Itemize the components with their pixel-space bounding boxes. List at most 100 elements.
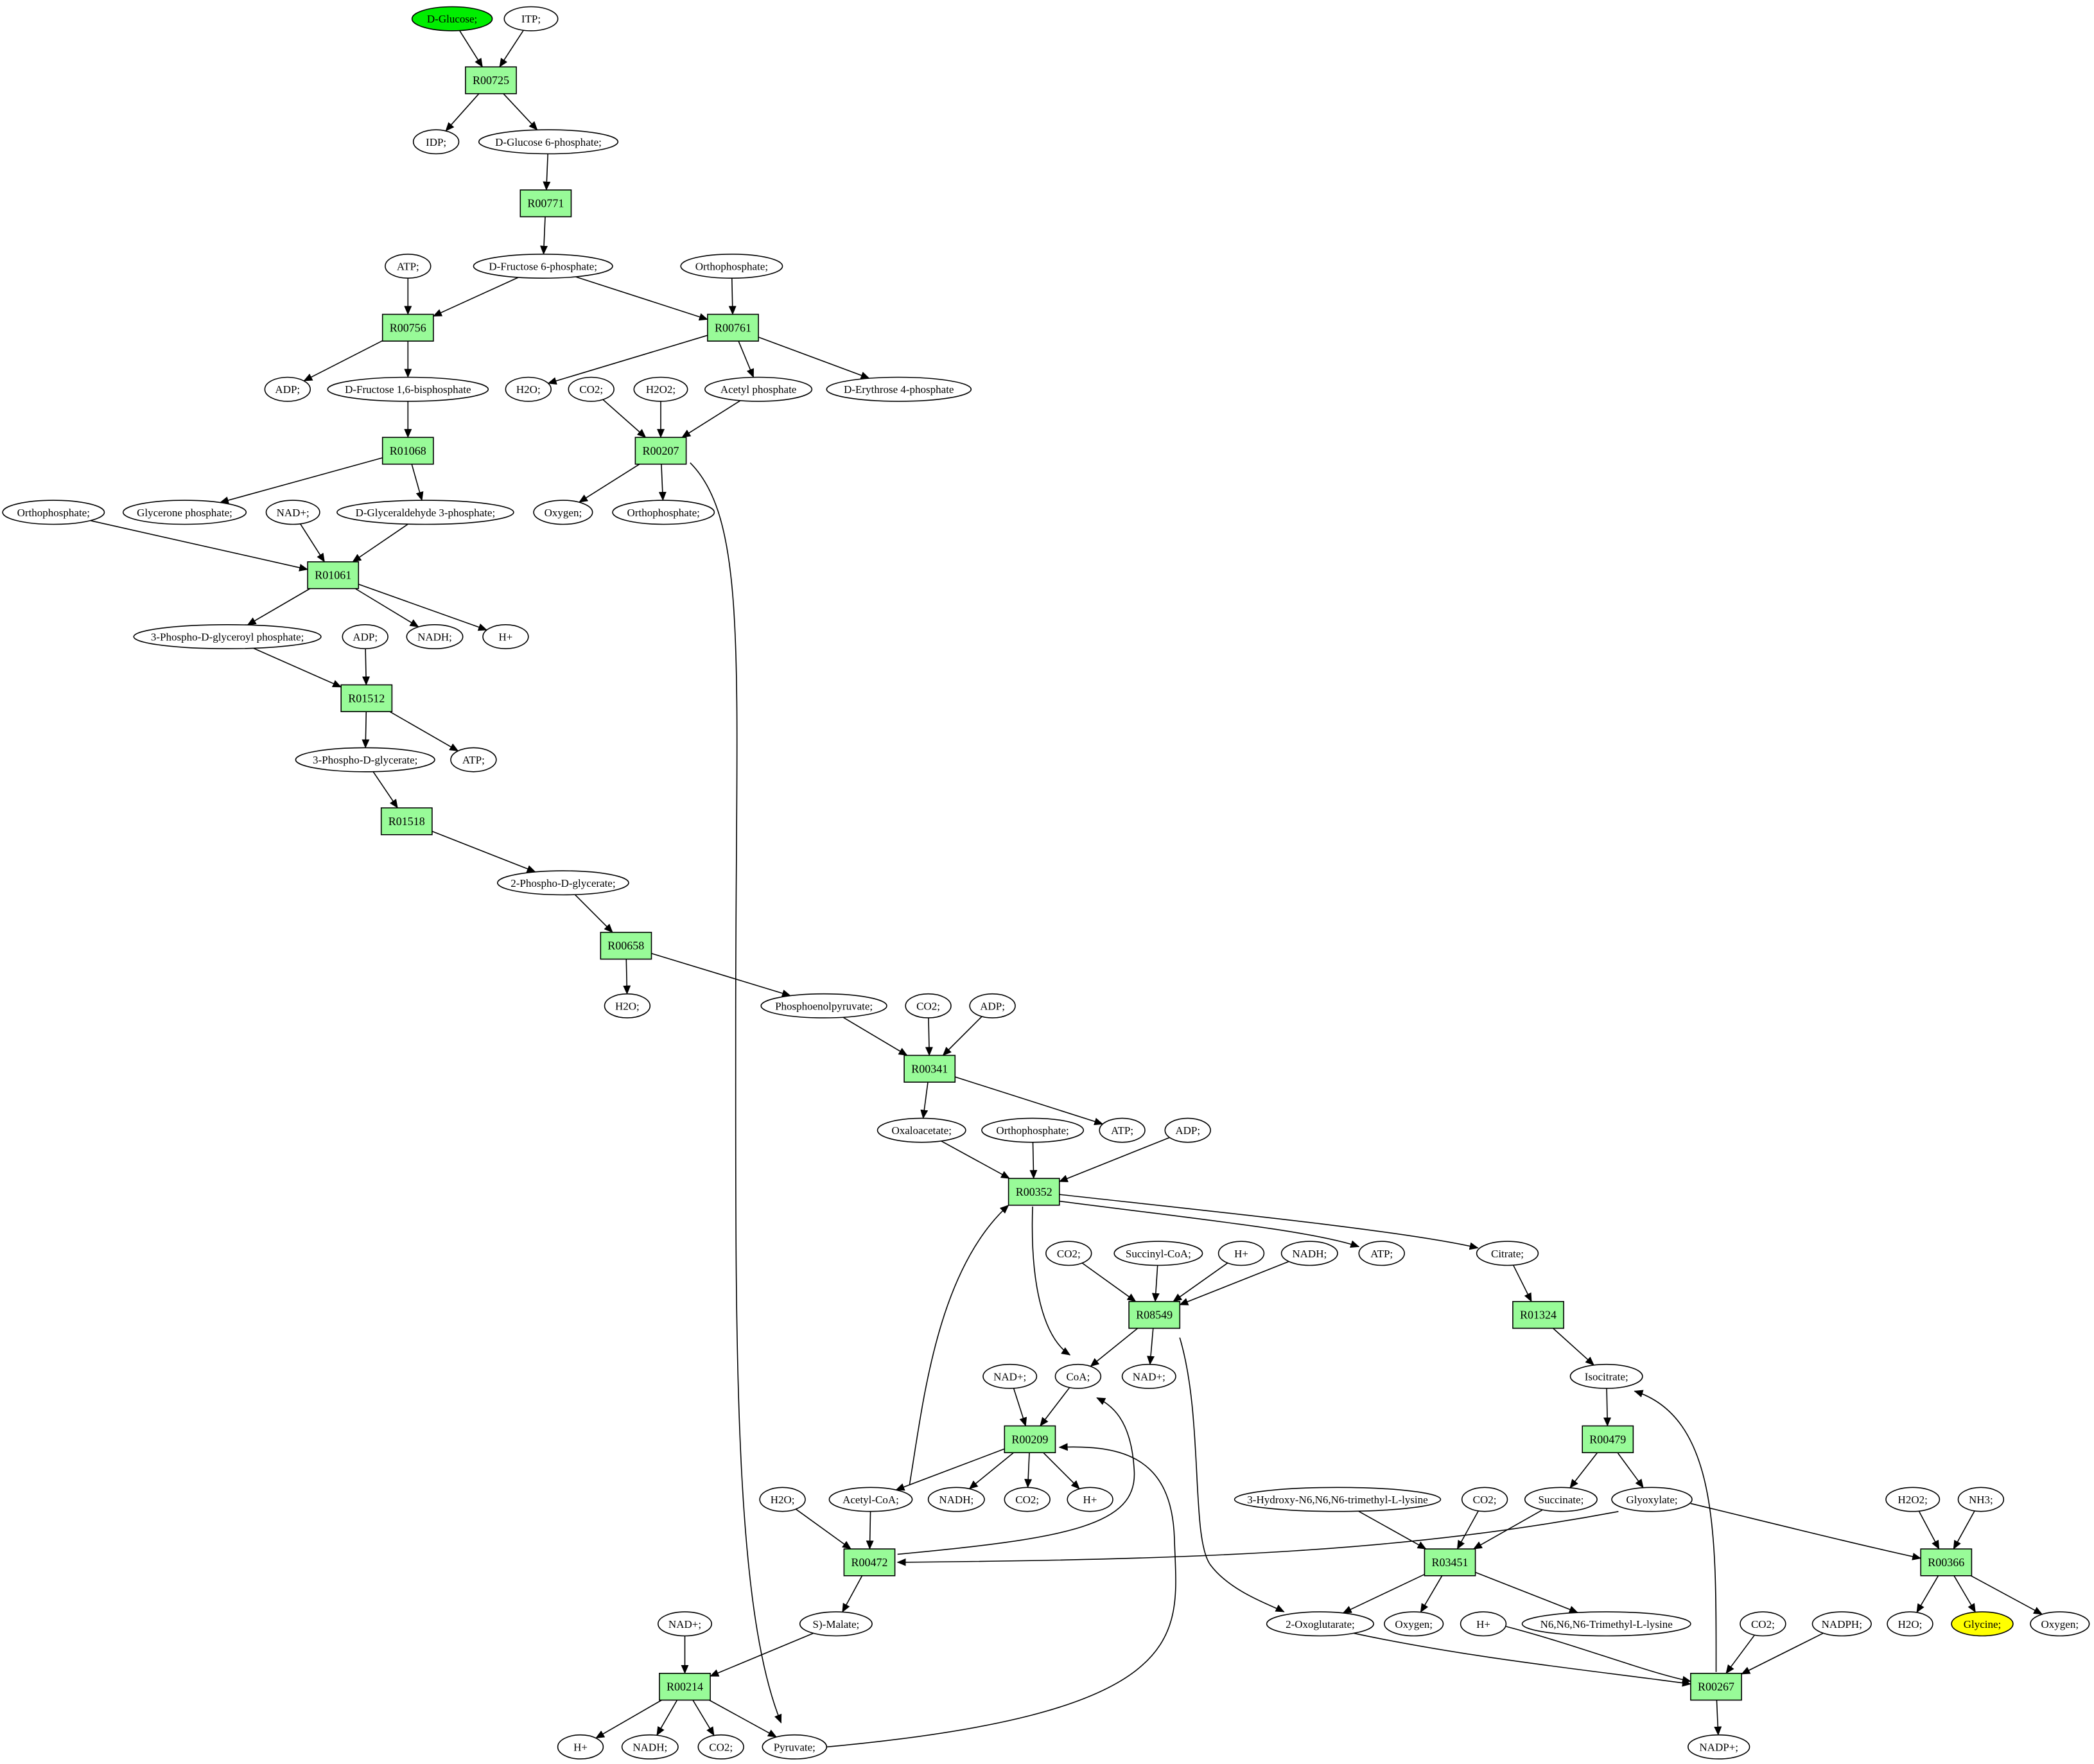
compound-node-nad_a[interactable]: NAD+;	[265, 500, 320, 525]
reaction-node-r00209[interactable]: R00209	[1004, 1425, 1056, 1454]
compound-node-atp_a[interactable]: ATP;	[385, 253, 432, 279]
compound-shape	[1067, 1487, 1113, 1512]
compound-node-idp[interactable]: IDP;	[412, 129, 460, 155]
compound-node-oaa[interactable]: Oxaloacetate;	[877, 1117, 966, 1143]
reaction-node-r00725[interactable]: R00725	[465, 66, 517, 94]
compound-node-nad_d[interactable]: NAD+;	[658, 1611, 713, 1637]
reaction-node-r00756[interactable]: R00756	[381, 313, 434, 342]
compound-node-co2_a[interactable]: CO2;	[568, 376, 615, 402]
reaction-node-r00366[interactable]: R00366	[1920, 1548, 1973, 1576]
compound-node-oxygen_b[interactable]: Oxygen;	[1384, 1611, 1444, 1637]
compound-node-hydroxylys[interactable]: 3-Hydroxy-N6,N6,N6-trimethyl-L-lysine	[1234, 1487, 1442, 1512]
reaction-node-r03451[interactable]: R03451	[1424, 1548, 1476, 1576]
compound-node-adp_b[interactable]: ADP;	[342, 624, 388, 649]
compound-node-atp_c[interactable]: ATP;	[1099, 1117, 1146, 1143]
compound-node-hplus_a[interactable]: H+	[482, 624, 529, 649]
compound-node-ortho_c[interactable]: Orthophosphate;	[612, 500, 715, 525]
edge-r00209-to-c_nadh_c	[968, 1452, 1015, 1490]
compound-node-nadh_d[interactable]: NADH;	[621, 1734, 679, 1760]
reaction-node-r01518[interactable]: R01518	[380, 807, 433, 835]
compound-node-g6p[interactable]: D-Glucose 6-phosphate;	[478, 129, 619, 155]
compound-node-nad_c[interactable]: NAD+;	[982, 1363, 1038, 1389]
reaction-node-r01512[interactable]: R01512	[340, 684, 393, 713]
compound-node-smalate[interactable]: S)-Malate;	[799, 1611, 873, 1637]
compound-node-nadph[interactable]: NADPH;	[1811, 1611, 1872, 1637]
compound-node-f6p[interactable]: D-Fructose 6-phosphate;	[473, 253, 613, 279]
compound-node-nadh_c[interactable]: NADH;	[927, 1487, 985, 1512]
compound-node-h2o2_b[interactable]: H2O2;	[1885, 1487, 1941, 1512]
reaction-box	[1004, 1425, 1056, 1454]
compound-node-ortho_d[interactable]: Orthophosphate;	[981, 1117, 1085, 1143]
compound-node-coa[interactable]: CoA;	[1054, 1363, 1102, 1389]
compound-node-adp_d[interactable]: ADP;	[1164, 1117, 1211, 1143]
compound-node-3pg[interactable]: 3-Phospho-D-glycerate;	[295, 747, 435, 773]
compound-node-dglucose[interactable]: D-Glucose;	[411, 6, 493, 31]
reaction-node-r00472[interactable]: R00472	[843, 1548, 896, 1576]
compound-node-h2o2_a[interactable]: H2O2;	[633, 376, 688, 402]
compound-node-nadh_b[interactable]: NADH;	[1280, 1241, 1338, 1266]
compound-node-h2o_d[interactable]: H2O;	[1887, 1611, 1933, 1637]
reaction-node-r00658[interactable]: R00658	[600, 932, 652, 960]
compound-node-nad_b[interactable]: NAD+;	[1121, 1363, 1176, 1389]
compound-node-hplus_e[interactable]: H+	[557, 1734, 604, 1760]
compound-node-pep[interactable]: Phosphoenolpyruvate;	[760, 993, 887, 1018]
reaction-node-r00771[interactable]: R00771	[519, 189, 572, 218]
compound-node-ortho_a[interactable]: Orthophosphate;	[680, 253, 783, 279]
compound-node-co2_e[interactable]: CO2;	[1461, 1487, 1508, 1512]
compound-node-h2o_c[interactable]: H2O;	[759, 1487, 806, 1512]
compound-node-fbp[interactable]: D-Fructose 1,6-bisphosphate	[327, 376, 489, 402]
compound-node-ortho_b[interactable]: Orthophosphate;	[2, 500, 105, 525]
compound-node-hplus_d[interactable]: H+	[1460, 1611, 1507, 1637]
compound-node-glycine[interactable]: Glycine;	[1951, 1611, 2014, 1637]
reaction-node-r00479[interactable]: R00479	[1582, 1425, 1634, 1454]
compound-node-gap[interactable]: D-Glyceraldehyde 3-phosphate;	[336, 500, 514, 525]
compound-node-itp[interactable]: ITP;	[503, 6, 559, 31]
reaction-node-r00341[interactable]: R00341	[903, 1054, 956, 1083]
compound-node-acetylcoa[interactable]: Acetyl-CoA;	[828, 1487, 913, 1512]
reaction-node-r00207[interactable]: R00207	[634, 437, 687, 465]
reaction-node-r01068[interactable]: R01068	[381, 437, 434, 465]
compound-node-h2o_a[interactable]: H2O;	[505, 376, 552, 402]
compound-node-13bpg[interactable]: 3-Phospho-D-glyceroyl phosphate;	[133, 624, 322, 649]
compound-node-acetylp[interactable]: Acetyl phosphate	[704, 376, 813, 402]
reaction-node-r00761[interactable]: R00761	[707, 313, 759, 342]
compound-label: Phosphoenolpyruvate;	[775, 1000, 873, 1012]
compound-node-trimethyllys[interactable]: N6,N6,N6-Trimethyl-L-lysine	[1521, 1611, 1691, 1637]
compound-node-pyruvate[interactable]: Pyruvate;	[762, 1734, 828, 1760]
compound-node-co2_d[interactable]: CO2;	[1004, 1487, 1051, 1512]
compound-node-adp_c[interactable]: ADP;	[969, 993, 1016, 1018]
reaction-node-r00214[interactable]: R00214	[659, 1673, 711, 1701]
reaction-node-r08549[interactable]: R08549	[1128, 1301, 1181, 1329]
reaction-node-r01061[interactable]: R01061	[307, 561, 360, 589]
compound-node-2og[interactable]: 2-Oxoglutarate;	[1266, 1611, 1374, 1637]
reaction-node-r00352[interactable]: R00352	[1008, 1178, 1060, 1206]
edge-r00771-to-c_f6p	[540, 216, 548, 255]
compound-node-co2_b[interactable]: CO2;	[905, 993, 952, 1018]
reaction-node-r00267[interactable]: R00267	[1690, 1673, 1742, 1701]
compound-node-nadpplus[interactable]: NADP+;	[1688, 1734, 1750, 1760]
compound-node-glyceronep[interactable]: Glycerone phosphate;	[122, 500, 247, 525]
compound-node-hplus_c[interactable]: H+	[1067, 1487, 1113, 1512]
compound-node-citrate[interactable]: Citrate;	[1476, 1241, 1539, 1266]
reaction-node-r01324[interactable]: R01324	[1512, 1301, 1564, 1329]
compound-node-adp_a[interactable]: ADP;	[264, 376, 311, 402]
compound-node-nadh_a[interactable]: NADH;	[406, 624, 464, 649]
compound-node-atp_d[interactable]: ATP;	[1358, 1241, 1405, 1266]
compound-label: NADP+;	[1699, 1741, 1738, 1753]
compound-node-e4p[interactable]: D-Erythrose 4-phosphate	[826, 376, 972, 402]
compound-node-isocitrate[interactable]: Isocitrate;	[1569, 1363, 1643, 1389]
compound-node-atp_b[interactable]: ATP;	[450, 747, 497, 773]
compound-node-glyoxylate[interactable]: Glyoxylate;	[1611, 1487, 1693, 1512]
compound-node-hplus_b[interactable]: H+	[1217, 1241, 1265, 1266]
compound-node-nh3[interactable]: NH3;	[1957, 1487, 2005, 1512]
compound-node-h2o_b[interactable]: H2O;	[604, 993, 651, 1018]
compound-node-oxygen_c[interactable]: Oxygen;	[2030, 1611, 2090, 1637]
compound-node-succinate[interactable]: Succinate;	[1524, 1487, 1598, 1512]
compound-node-co2_c[interactable]: CO2;	[1045, 1241, 1092, 1266]
compound-node-succcoa[interactable]: Succinyl-CoA;	[1113, 1241, 1203, 1266]
compound-node-oxygen_a[interactable]: Oxygen;	[533, 500, 593, 525]
compound-node-2pg[interactable]: 2-Phospho-D-glycerate;	[497, 870, 629, 896]
compound-node-co2_g[interactable]: CO2;	[697, 1734, 744, 1760]
compound-node-co2_f[interactable]: CO2;	[1740, 1611, 1786, 1637]
edge-r00352-to-c_coa	[1031, 1206, 1071, 1356]
